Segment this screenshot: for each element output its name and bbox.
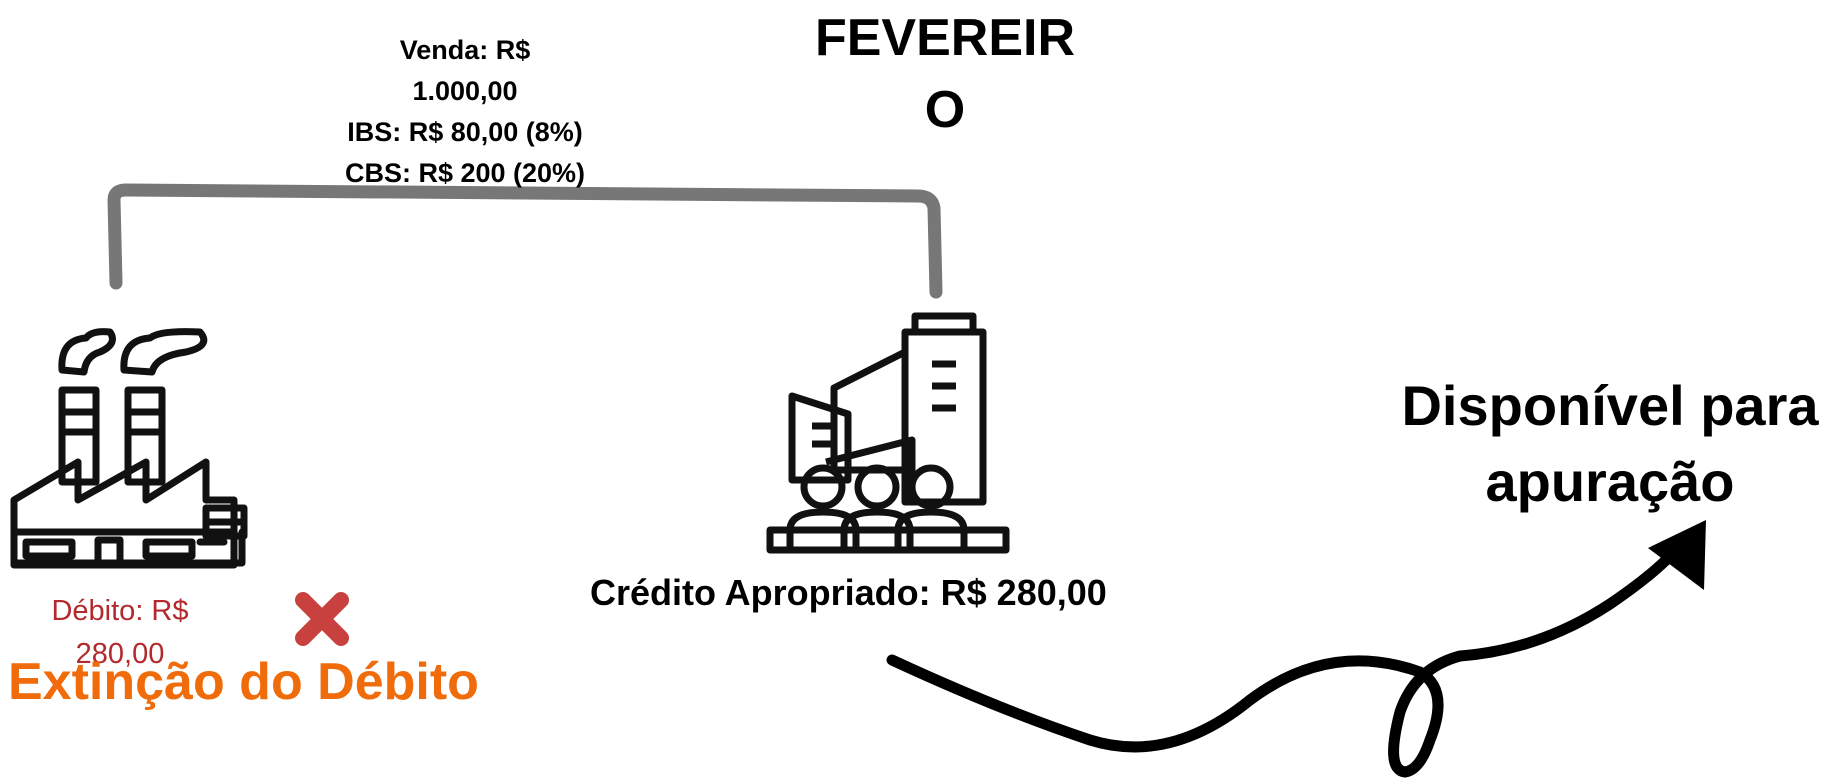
cbs-amount: CBS: R$ 200 (20%): [344, 158, 586, 188]
office-buildings-people-icon: [766, 312, 1010, 554]
curvy-arrow-icon: [886, 520, 1706, 778]
available-label-line-1: Disponível para: [1401, 374, 1819, 437]
debit-label-line-2: 280,00: [75, 638, 165, 670]
sale-info: Venda: R$ 1.000,00 IBS: R$ 80,00 (8%) CB…: [300, 30, 630, 194]
month-title-line-2: O: [924, 81, 966, 139]
ibs-amount: IBS: R$ 80,00 (8%): [347, 117, 583, 147]
sale-label: Venda: R$: [399, 35, 531, 65]
sale-amount: 1.000,00: [412, 76, 518, 106]
extinction-label: Extinção do Débito: [8, 653, 479, 711]
close-x-icon: [295, 592, 349, 646]
available-label-line-2: apuração: [1485, 450, 1735, 513]
month-title-line-1: FEVEREIR: [814, 9, 1076, 67]
connection-bracket: [107, 183, 943, 299]
debit-label-line-1: Débito: R$: [51, 595, 189, 627]
month-title: FEVEREIR O: [760, 2, 1130, 146]
debit-label: Débito: R$ 280,00: [30, 590, 210, 676]
credit-label: Crédito Apropriado: R$ 280,00: [590, 572, 1107, 613]
factory-icon: [10, 328, 248, 569]
available-label: Disponível para apuração: [1380, 368, 1840, 520]
